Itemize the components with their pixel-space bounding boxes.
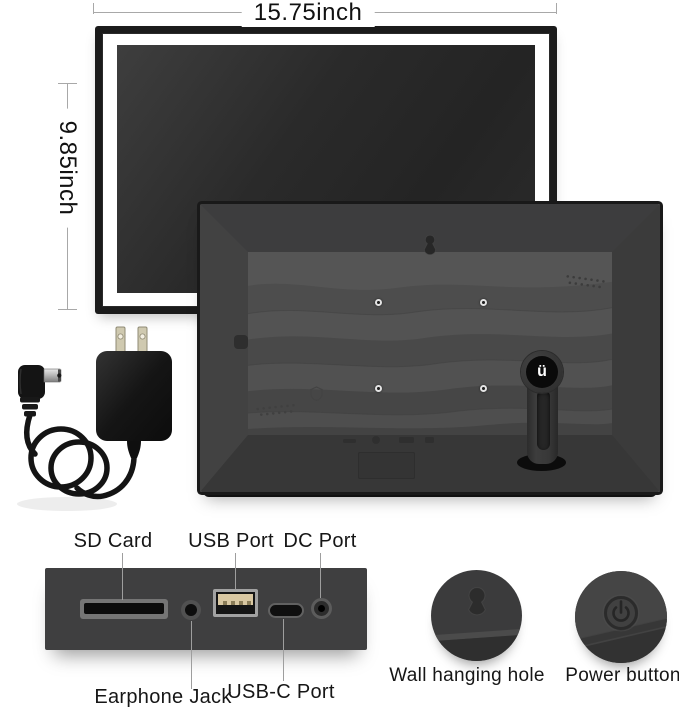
label-sticker [358, 452, 415, 479]
screw-hole [374, 298, 382, 306]
frame-back-view: ü [200, 204, 660, 497]
brand-logo-text: ü [537, 363, 547, 380]
wall-hanging-hole-label: Wall hanging hole [389, 665, 545, 686]
earphone-jack-label: Earphone Jack [94, 686, 232, 708]
callout-power-button [575, 571, 667, 663]
frame-back-panel [248, 252, 612, 435]
width-dimension-tick-right [556, 3, 557, 14]
adapter-body [96, 351, 172, 441]
usb-a-port [213, 589, 258, 617]
usb-a-tongue [218, 594, 253, 605]
sd-card-slot-opening [84, 603, 164, 614]
power-button-label: Power button [565, 665, 679, 686]
usb-pin [247, 601, 251, 605]
width-dimension-label: 15.75inch [241, 0, 375, 27]
speaker-grille-icon [256, 403, 295, 416]
cable-strain-relief [127, 441, 141, 458]
adapter-shadow [17, 497, 117, 511]
keyhole-icon [423, 234, 437, 255]
usb-pin [223, 601, 227, 605]
dc-port [311, 598, 332, 619]
power-cable [23, 412, 137, 500]
power-adapter [17, 326, 172, 511]
leader-line-usb-c-port [283, 619, 284, 681]
rear-marking [399, 437, 414, 443]
screw-hole [374, 384, 382, 392]
usb-c-port-label: USB-C Port [227, 681, 335, 703]
usb-a-opening [216, 592, 255, 614]
stand-head: ü [521, 351, 563, 393]
leader-line-dc-port [320, 553, 321, 598]
usb-c-port [268, 603, 304, 618]
height-dimension-tick-bottom [58, 309, 77, 310]
us-plug-prongs-icon [115, 326, 148, 354]
leader-line-earphone-jack [191, 621, 192, 689]
leader-line-usb-port [235, 553, 236, 590]
frame-back-bevel [200, 204, 660, 492]
usb-pin [231, 601, 235, 605]
brand-logo: ü [526, 356, 558, 388]
sd-card-label: SD Card [73, 530, 153, 552]
stand-slot [537, 390, 550, 450]
frame-side-notch [234, 335, 248, 349]
rear-marking [343, 439, 356, 443]
keyhole-icon [468, 586, 486, 616]
height-dimension-tick-top [58, 83, 77, 84]
earphone-jack-hole [185, 604, 197, 616]
screw-hole [479, 298, 487, 306]
dc-port-label: DC Port [283, 530, 357, 552]
dc-port-pin-hole [318, 605, 325, 612]
usb-port-label: USB Port [188, 530, 274, 552]
callout-wall-hanging-hole [431, 570, 522, 661]
shield-icon [310, 386, 323, 401]
height-dimension-label: 9.85inch [53, 108, 81, 228]
ports-panel [45, 568, 367, 650]
leader-line-sd-card [122, 553, 123, 600]
frame-bottom-edge [203, 488, 657, 497]
usb-pin [239, 601, 243, 605]
wave-texture [248, 252, 612, 435]
dc-connector [18, 365, 62, 417]
sd-card-slot [80, 599, 168, 619]
rear-marking [372, 436, 380, 444]
width-dimension-tick-left [93, 3, 94, 14]
screw-hole [479, 384, 487, 392]
speaker-grille-icon [566, 275, 605, 289]
power-icon [602, 594, 640, 632]
rear-marking [425, 437, 434, 443]
earphone-jack-port [181, 600, 201, 620]
